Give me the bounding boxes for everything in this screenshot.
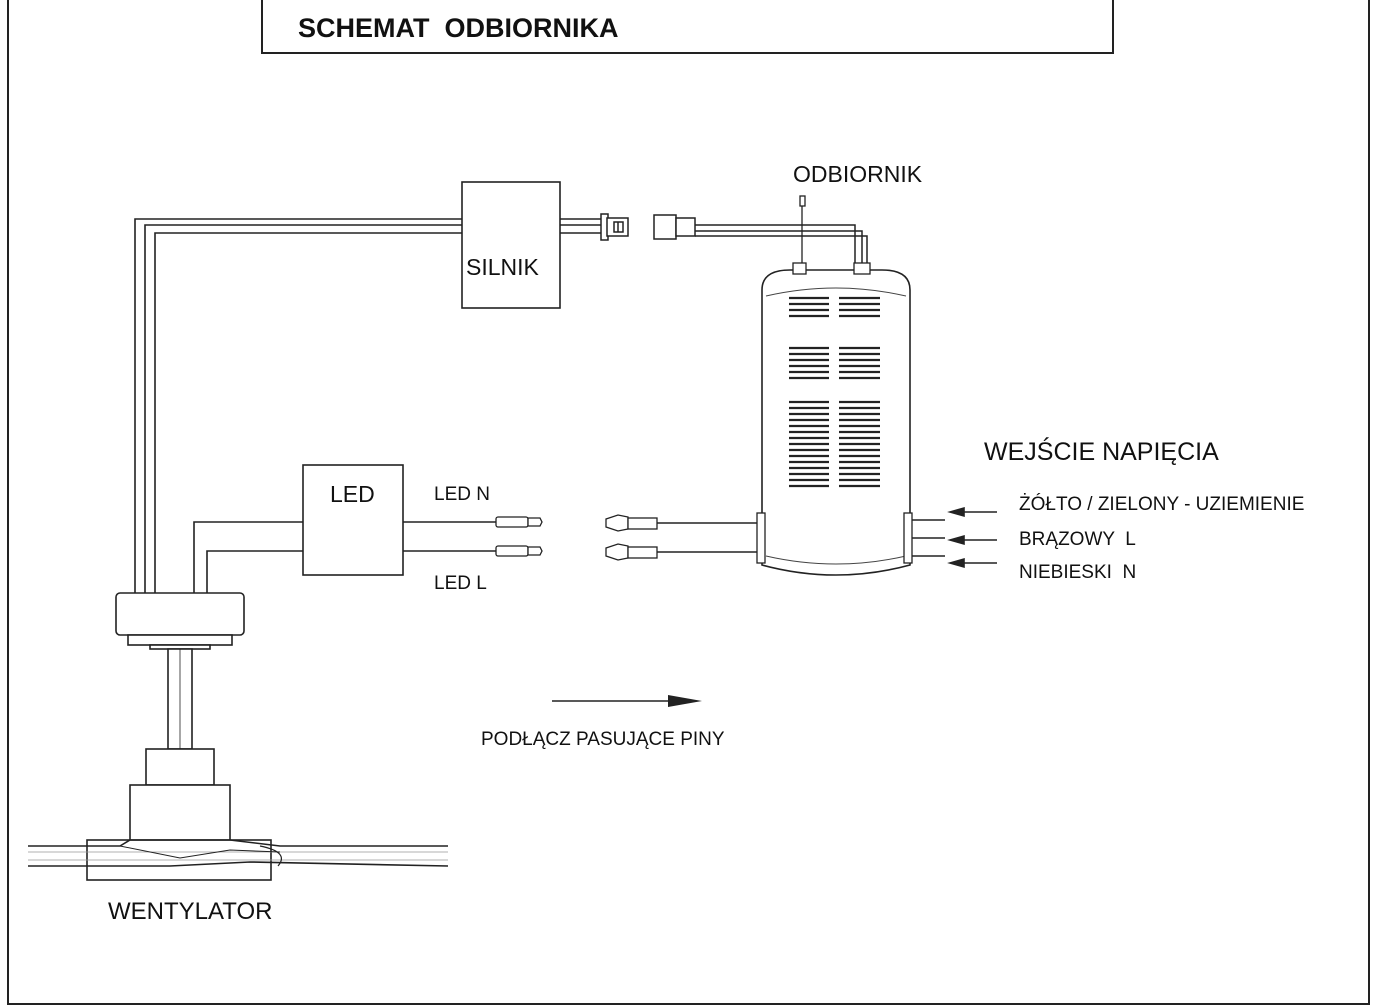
led-l-label: LED L [434,573,487,594]
led-n-label: LED N [434,484,490,505]
receiver-vents [789,296,880,488]
wire-neutral-label: NIEBIESKI N [1019,562,1136,583]
receiver-led-wires [657,522,757,553]
receiver-socket [653,214,696,240]
power-wires [912,506,997,569]
antenna [799,195,806,264]
connect-arrow [552,695,702,707]
receiver-led-pins [605,514,658,561]
fan-drawing [28,592,449,881]
motor-box: SILNIK [461,181,561,309]
motor-cable [134,218,602,598]
receiver-motor-cable [695,224,868,266]
title-box: SCHEMAT ODBIORNIKA [261,0,1114,54]
connect-pins-label: PODŁĄCZ PASUJĄCE PINY [481,729,725,750]
motor-plug [600,213,629,241]
motor-label: SILNIK [466,254,540,280]
led-label: LED [330,481,375,507]
receiver-label: ODBIORNIK [793,161,923,187]
receiver-body [756,262,913,576]
fan-label: WENTYLATOR [108,898,272,925]
page-title: SCHEMAT ODBIORNIKA [298,13,619,43]
wire-earth-label: ŻÓŁTO / ZIELONY - UZIEMIENIE [1019,493,1304,515]
page-frame [7,0,1370,1005]
power-input-label: WEJŚCIE NAPIĘCIA [984,436,1219,466]
led-box: LED [302,464,404,576]
wire-live-label: BRĄZOWY L [1019,529,1136,550]
led-pins [495,516,543,557]
